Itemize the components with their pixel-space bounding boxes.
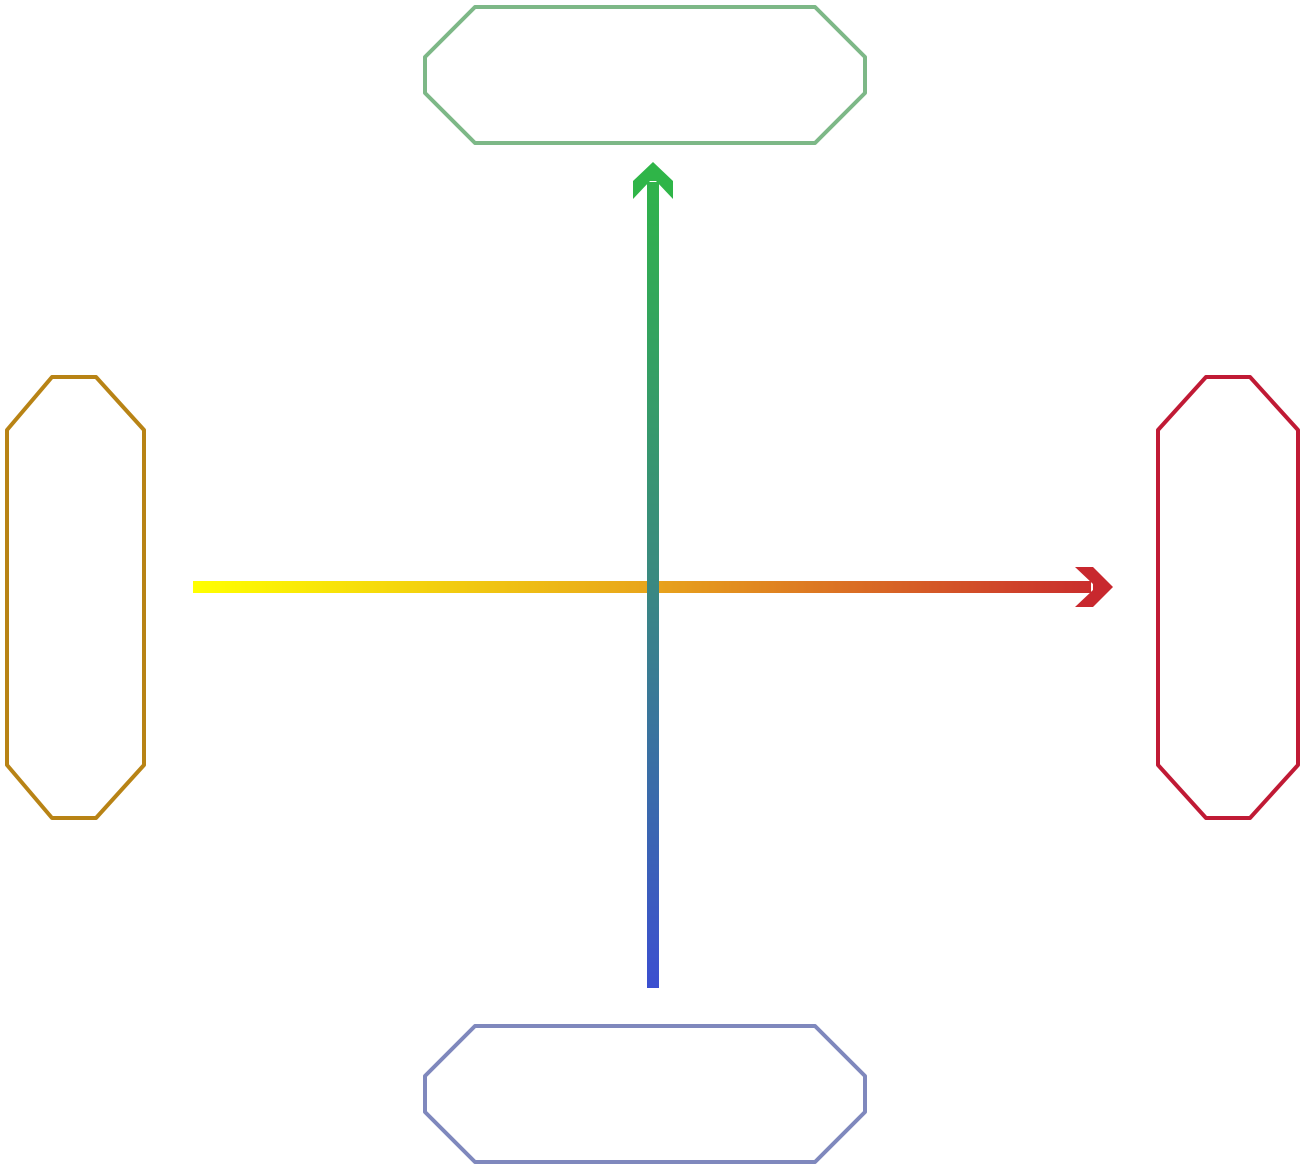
arrow-vertical-shaft bbox=[647, 182, 659, 988]
arrow-horizontal-head bbox=[1075, 567, 1113, 607]
arrow-vertical bbox=[633, 162, 673, 988]
node-right[interactable] bbox=[1156, 375, 1300, 820]
arrow-horizontal bbox=[193, 567, 1113, 607]
arrow-vertical-head bbox=[633, 162, 673, 199]
arrow-horizontal-shaft bbox=[193, 581, 1091, 593]
node-left[interactable] bbox=[5, 375, 146, 820]
node-bottom[interactable] bbox=[423, 1024, 867, 1164]
node-top[interactable] bbox=[423, 5, 867, 145]
